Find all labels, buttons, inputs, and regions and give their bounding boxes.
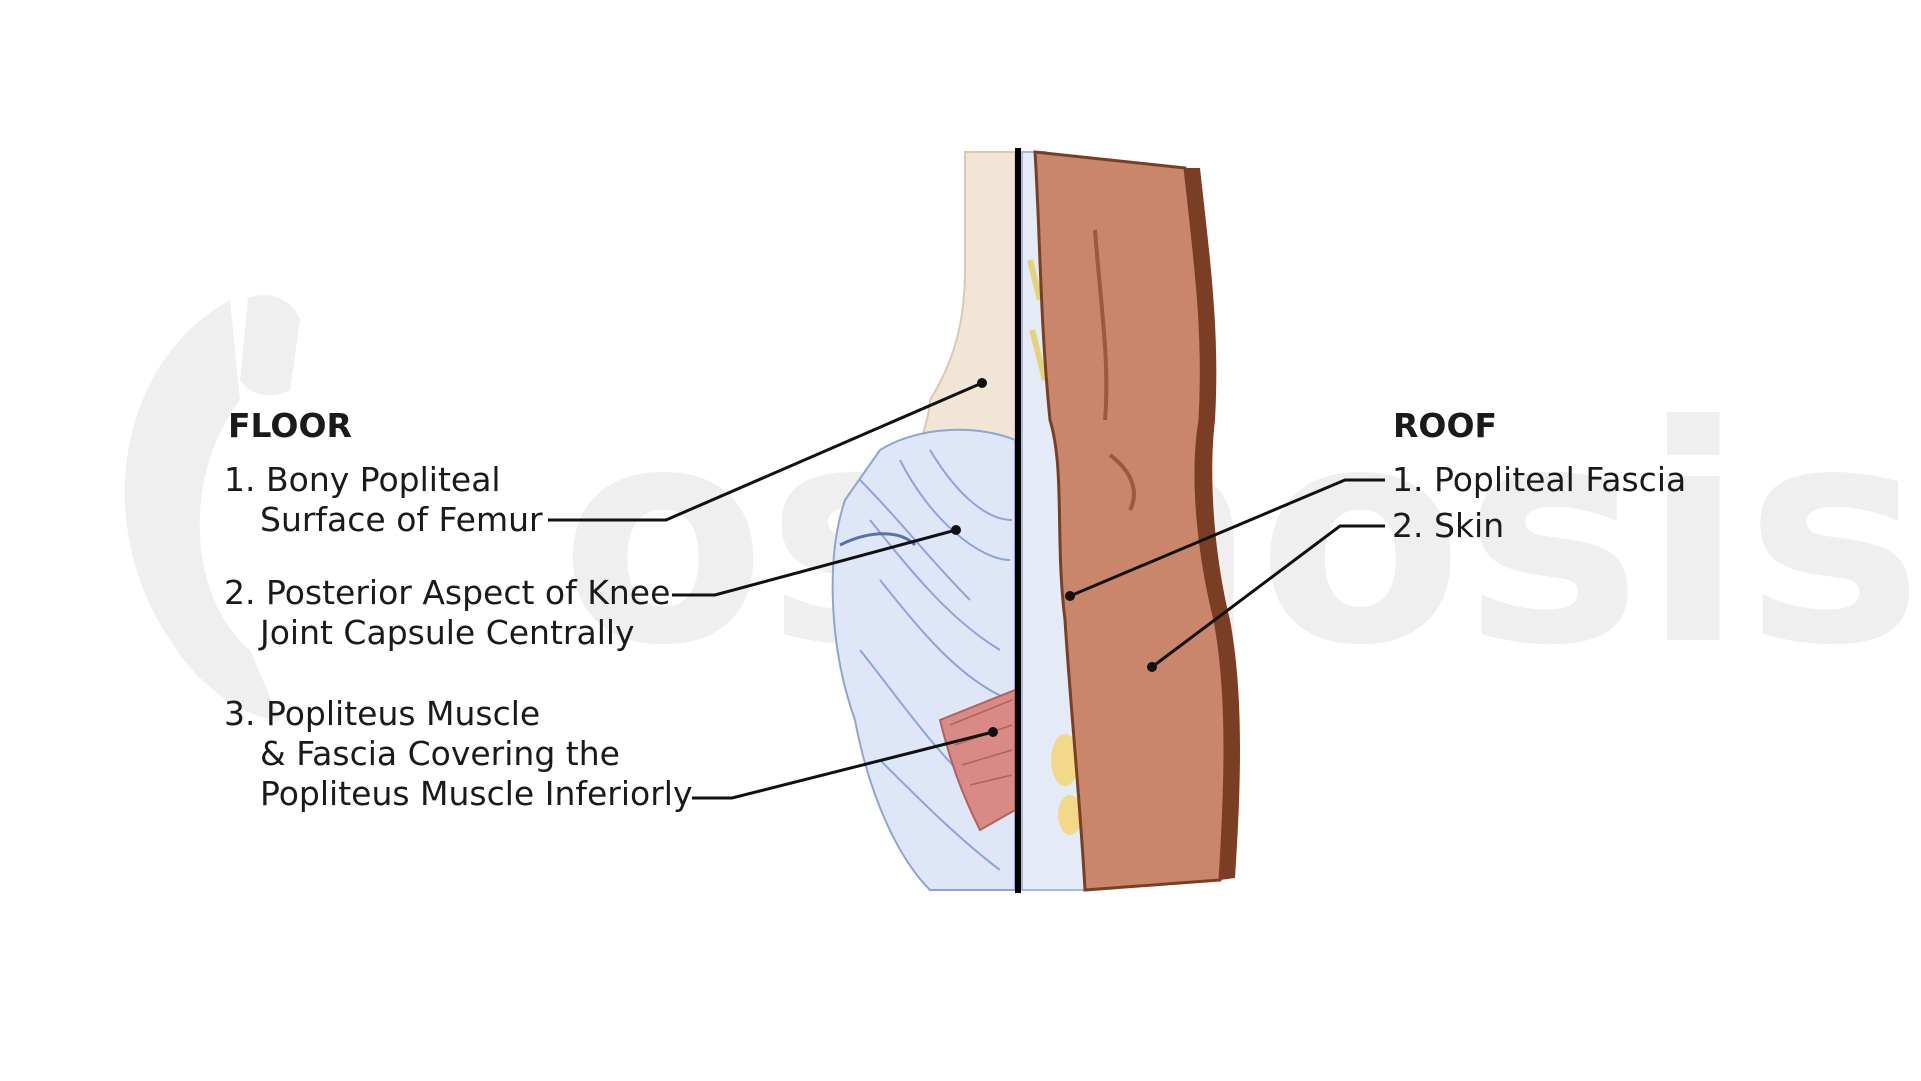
skin-layer (1033, 150, 1240, 892)
leader-line-roof-2 (1151, 524, 1385, 669)
floor-item-2: 2. Posterior Aspect of Knee Joint Capsul… (224, 573, 670, 653)
floor-item-3-line2: & Fascia Covering the (260, 734, 620, 773)
roof-item-1-number: 1. (1392, 460, 1424, 499)
floor-item-1-line1: Bony Popliteal (266, 460, 501, 499)
floor-item-2-number: 2. (224, 573, 256, 612)
floor-item-1-number: 1. (224, 460, 256, 499)
roof-item-2-line1: Skin (1434, 506, 1505, 545)
leader-line-floor-3 (692, 730, 994, 800)
leader-lines (548, 381, 1385, 800)
roof-item-2-number: 2. (1392, 506, 1424, 545)
leader-dot-roof-1 (1065, 591, 1075, 601)
leader-dots (951, 378, 1157, 737)
roof-item-1-line1: Popliteal Fascia (1434, 460, 1687, 499)
floor-heading: FLOOR (228, 406, 352, 445)
watermark-text: osmosis.org (560, 362, 1921, 711)
popliteus-muscle (938, 688, 1016, 832)
leader-dot-floor-3 (988, 727, 998, 737)
floor-item-3-number: 3. (224, 694, 256, 733)
roof-item-1: 1. Popliteal Fascia (1392, 460, 1686, 500)
watermark-logo: osmosis.org (124, 295, 1921, 720)
roof-item-2: 2. Skin (1392, 506, 1504, 546)
floor-item-3: 3. Popliteus Muscle & Fascia Covering th… (224, 694, 692, 814)
roof-heading: ROOF (1393, 406, 1498, 445)
leader-line-floor-2 (672, 528, 957, 597)
leader-line-floor-1 (548, 381, 983, 522)
leader-dot-roof-2 (1147, 662, 1157, 672)
floor-item-3-line3: Popliteus Muscle Inferiorly (260, 774, 693, 813)
floor-item-3-line1: Popliteus Muscle (266, 694, 541, 733)
floor-item-2-line1: Posterior Aspect of Knee (266, 573, 671, 612)
leader-dot-floor-2 (951, 525, 961, 535)
floor-item-2-line2: Joint Capsule Centrally (260, 613, 635, 652)
floor-item-1: 1. Bony Popliteal Surface of Femur (224, 460, 543, 540)
floor-item-1-line2: Surface of Femur (260, 500, 543, 539)
leader-dot-floor-1 (977, 378, 987, 388)
leader-line-roof-1 (1069, 478, 1385, 598)
